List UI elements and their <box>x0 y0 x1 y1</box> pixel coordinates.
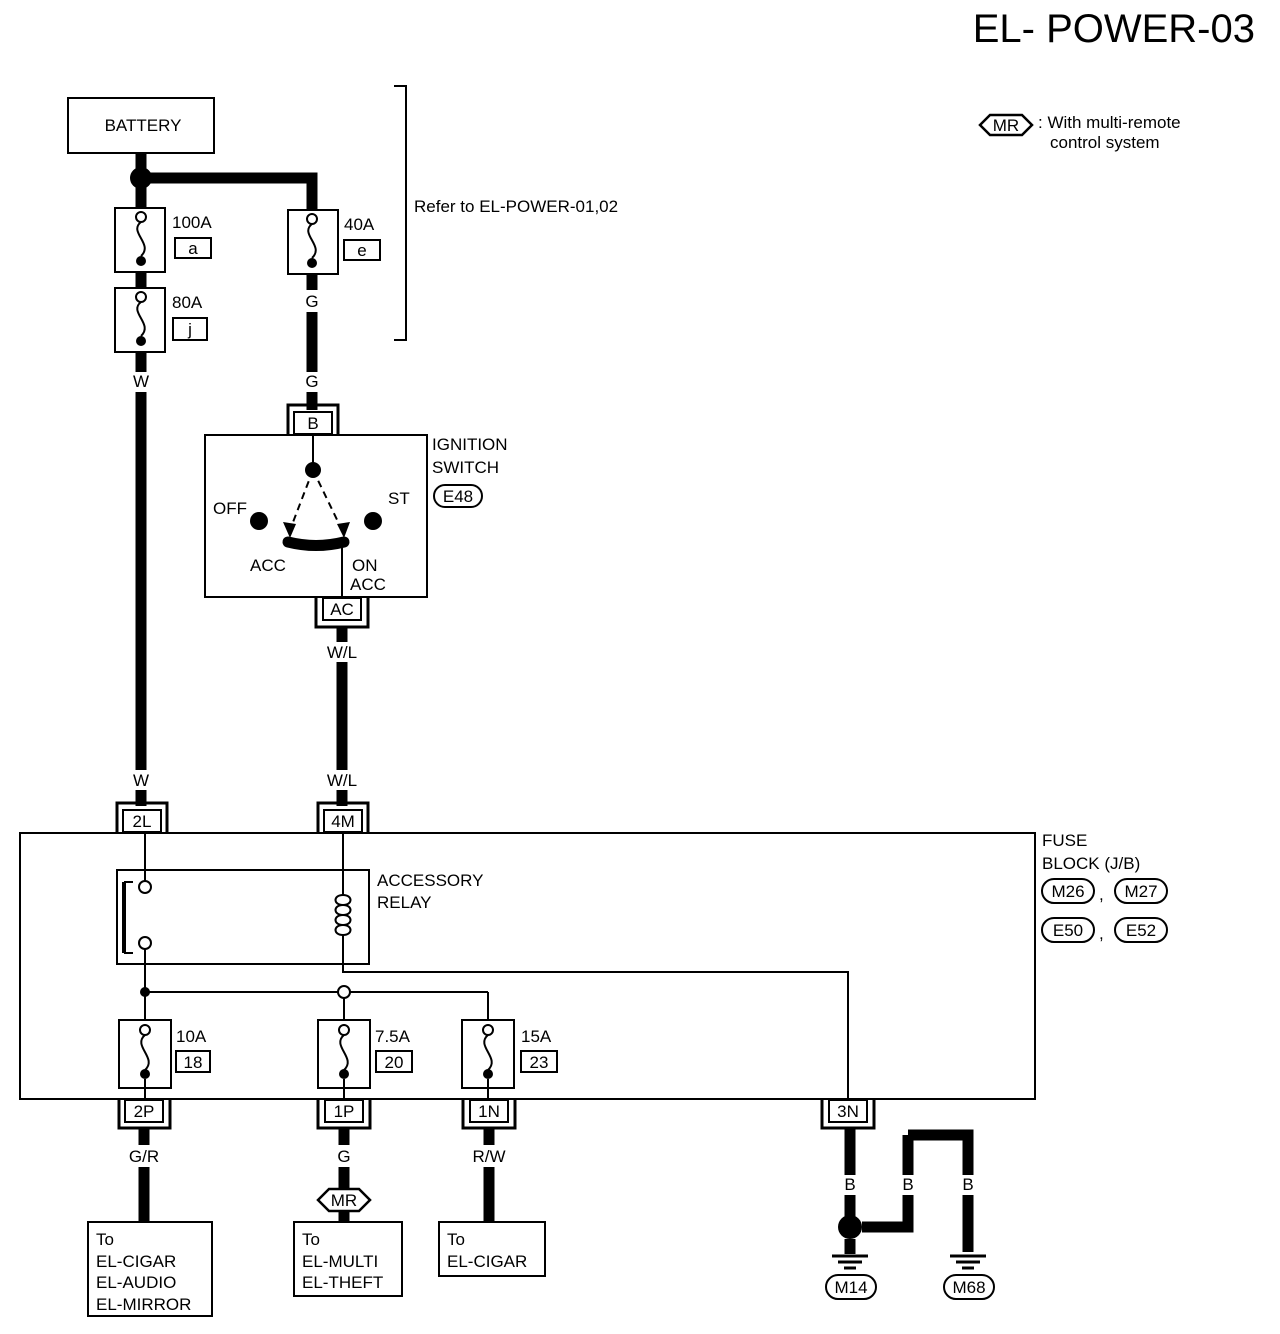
relay-label-2: RELAY <box>377 893 432 912</box>
terminal-3n: 3N <box>837 1102 859 1121</box>
ignition-pos-st: ST <box>388 489 410 508</box>
mr-badge: MR <box>331 1191 357 1210</box>
fuse-block: 2L 4M ACCESSORY RELAY 10A 18 <box>19 801 1168 1130</box>
wire-label-w-top: W <box>133 372 149 391</box>
terminal-1p: 1P <box>334 1102 355 1121</box>
ignition-terminal-b: B <box>307 414 318 433</box>
fuse-15a-id: 23 <box>530 1053 549 1072</box>
fuse-7-5a-rating: 7.5A <box>375 1027 411 1046</box>
comma-2: , <box>1099 924 1104 943</box>
wire-label-b-3: B <box>962 1175 973 1194</box>
dest3-line1: EL-CIGAR <box>447 1252 527 1271</box>
legend-badge-shape <box>978 113 1034 137</box>
fuse-100a: 100A a <box>114 207 212 273</box>
ignition-pos-acc2: ACC <box>350 575 386 594</box>
ignition-terminal-ac: AC <box>330 600 354 619</box>
terminal-1n: 1N <box>478 1102 500 1121</box>
destination-box-1: To EL-CIGAR EL-AUDIO EL-MIRROR <box>87 1221 213 1317</box>
fuse-40a-rating: 40A <box>344 215 375 234</box>
ignition-pos-on: ON <box>352 556 378 575</box>
dest3-to: To <box>447 1230 465 1249</box>
ignition-pos-acc: ACC <box>250 556 286 575</box>
ignition-title-1: IGNITION <box>432 435 508 454</box>
connector-e50: E50 <box>1053 921 1083 940</box>
fuse-40a: 40A e <box>287 209 381 275</box>
mr-badge-shape <box>316 1187 372 1213</box>
wire-label-gr: G/R <box>129 1147 159 1166</box>
dest1-line1: EL-CIGAR <box>96 1252 176 1271</box>
terminal-4m: 4M <box>331 812 355 831</box>
relay-label-1: ACCESSORY <box>377 871 483 890</box>
legend: MR : With multi-remote control system <box>978 113 1181 152</box>
ignition-title-2: SWITCH <box>432 458 499 477</box>
dest2-line2: EL-THEFT <box>302 1273 383 1292</box>
dest1-to: To <box>96 1230 114 1249</box>
wire-label-b-1: B <box>844 1175 855 1194</box>
connector-m27: M27 <box>1124 882 1157 901</box>
fuse-80a-rating: 80A <box>172 293 203 312</box>
ground-splice <box>838 1215 862 1239</box>
fuse-block-title-2: BLOCK (J/B) <box>1042 854 1140 873</box>
wire-label-wl-top: W/L <box>327 643 357 662</box>
fuse-10a-id: 18 <box>184 1053 203 1072</box>
battery-label: BATTERY <box>105 116 182 135</box>
wire-label-g-top: G <box>305 292 318 311</box>
ignition-pos-off: OFF <box>213 499 247 518</box>
wire-to-40a <box>141 172 318 210</box>
connector-e52: E52 <box>1126 921 1156 940</box>
fuse-100a-rating: 100A <box>172 213 212 232</box>
ignition-connector: E48 <box>443 487 473 506</box>
legend-line2: control system <box>1050 133 1160 152</box>
dest1-line3: EL-MIRROR <box>96 1295 191 1314</box>
ground-icon <box>950 1254 986 1270</box>
terminal-2l: 2L <box>133 812 152 831</box>
fuse-10a-rating: 10A <box>176 1027 207 1046</box>
wire-label-g-out: G <box>337 1147 350 1166</box>
ground-m68: M68 <box>952 1278 985 1297</box>
fuse-100a-id: a <box>188 239 198 258</box>
wire-b-loop <box>908 1129 974 1175</box>
fuse-15a-rating: 15A <box>521 1027 552 1046</box>
dest2-line1: EL-MULTI <box>302 1252 378 1271</box>
wire-label-b-2: B <box>902 1175 913 1194</box>
fuse-block-title-1: FUSE <box>1042 831 1087 850</box>
wire-label-g-bottom: G <box>305 372 318 391</box>
ignition-switch: B OFF ST ACC ON ACC AC IGNITION SWITCH E… <box>204 403 508 629</box>
wire-label-rw: R/W <box>472 1147 505 1166</box>
fuse-80a-id: j <box>187 320 192 339</box>
page-title: EL- POWER-03 <box>973 7 1255 51</box>
ground-m14: M14 <box>834 1278 867 1297</box>
wire-label-wl-bottom: W/L <box>327 771 357 790</box>
fuse-80a: 80A j <box>114 287 208 353</box>
terminal-2p: 2P <box>134 1102 155 1121</box>
connector-m26: M26 <box>1051 882 1084 901</box>
ignition-b-connector <box>286 403 340 435</box>
ground-icon <box>832 1254 868 1270</box>
wire-label-w-bottom: W <box>133 771 149 790</box>
legend-line1: : With multi-remote <box>1038 113 1181 132</box>
dest2-to: To <box>302 1230 320 1249</box>
refer-bracket <box>394 85 407 341</box>
destination-box-3: To EL-CIGAR <box>438 1221 546 1277</box>
dest1-line2: EL-AUDIO <box>96 1273 176 1292</box>
legend-badge: MR <box>993 116 1019 135</box>
fuse-7-5a-id: 20 <box>385 1053 404 1072</box>
destination-box-2: To EL-MULTI EL-THEFT <box>293 1221 403 1297</box>
refer-note: Refer to EL-POWER-01,02 <box>414 197 618 216</box>
ignition-ac-connector <box>314 597 370 629</box>
wire-b-splice <box>862 1195 914 1233</box>
comma-1: , <box>1099 885 1104 904</box>
fuse-40a-id: e <box>357 241 366 260</box>
